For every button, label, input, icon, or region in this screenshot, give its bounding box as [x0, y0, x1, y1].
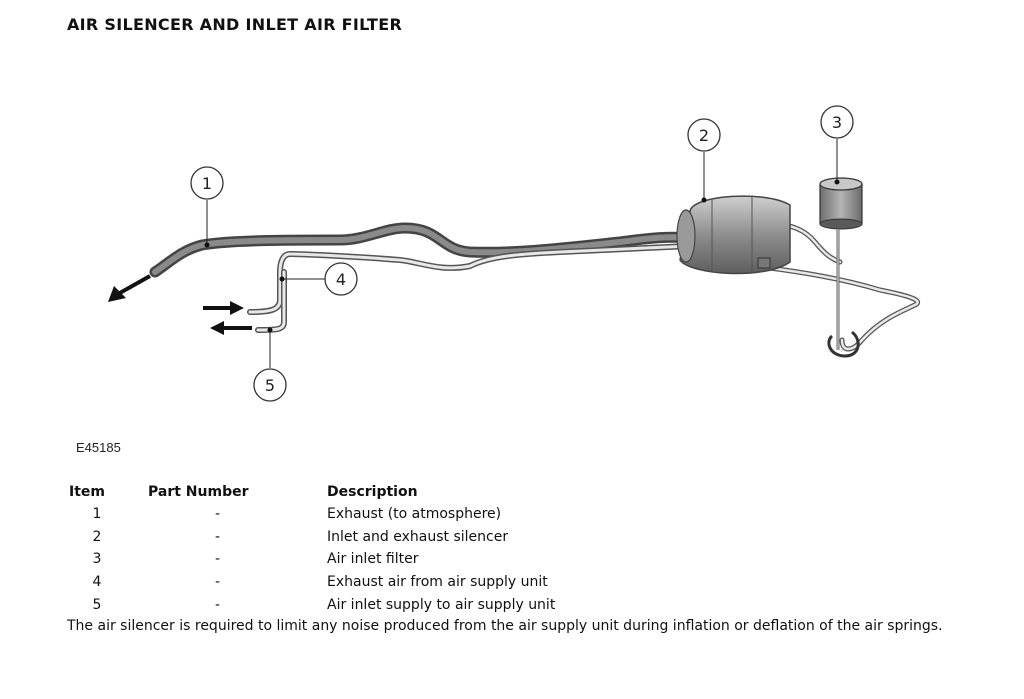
callout-5-label: 5: [265, 376, 275, 395]
header-part-number: Part Number: [148, 484, 249, 500]
table-row: 3 - Air inlet filter: [62, 548, 727, 571]
parts-table-header: Item Part Number Description: [62, 481, 727, 503]
callout-2: 2: [687, 118, 721, 152]
figure-id: E45185: [76, 440, 121, 455]
row-part-number: -: [214, 574, 221, 591]
callout-4-label: 4: [336, 270, 346, 289]
header-item: Item: [69, 484, 105, 500]
flow-arrows: [108, 274, 252, 335]
callout-leaders: [206, 139, 838, 368]
page-title: AIR SILENCER AND INLET AIR FILTER: [67, 15, 403, 34]
callout-2-label: 2: [699, 126, 709, 145]
outlet-arrow-out: [210, 321, 224, 335]
row-description: Air inlet filter: [327, 551, 419, 568]
component-diagram: 1 2 3 4 5: [108, 105, 920, 402]
callout-4: 4: [324, 262, 358, 296]
table-row: 5 - Air inlet supply to air supply unit: [62, 593, 727, 616]
air-pipes: [247, 221, 920, 352]
callout-1-label: 1: [202, 174, 212, 193]
callout-3: 3: [820, 105, 854, 139]
inlet-arrow-in: [230, 301, 244, 315]
row-description: Exhaust (to atmosphere): [327, 506, 502, 523]
row-description: Inlet and exhaust silencer: [327, 528, 509, 545]
exhaust-arrow: [108, 286, 126, 302]
row-item: 1: [92, 506, 102, 523]
row-part-number: -: [214, 551, 221, 568]
row-item: 2: [92, 528, 102, 545]
callout-3-label: 3: [832, 113, 842, 132]
callout-1: 1: [190, 166, 224, 200]
exhaust-hose: [149, 222, 696, 278]
silencer-canister: [676, 195, 791, 275]
row-item: 3: [92, 551, 102, 568]
table-row: 4 - Exhaust air from air supply unit: [62, 571, 727, 594]
header-description: Description: [327, 484, 418, 500]
row-part-number: -: [214, 596, 221, 613]
row-item: 5: [92, 596, 102, 613]
row-part-number: -: [214, 528, 221, 545]
table-row: 1 - Exhaust (to atmosphere): [62, 503, 727, 526]
row-description: Air inlet supply to air supply unit: [327, 596, 556, 613]
inlet-filter: [819, 177, 863, 358]
callout-dots: [204, 179, 840, 333]
description-note: The air silencer is required to limit an…: [67, 618, 943, 634]
callout-5: 5: [253, 368, 287, 402]
row-description: Exhaust air from air supply unit: [327, 574, 548, 591]
parts-table: Item Part Number Description 1 - Exhaust…: [62, 481, 727, 616]
row-item: 4: [92, 574, 102, 591]
row-part-number: -: [214, 506, 221, 523]
table-row: 2 - Inlet and exhaust silencer: [62, 526, 727, 549]
